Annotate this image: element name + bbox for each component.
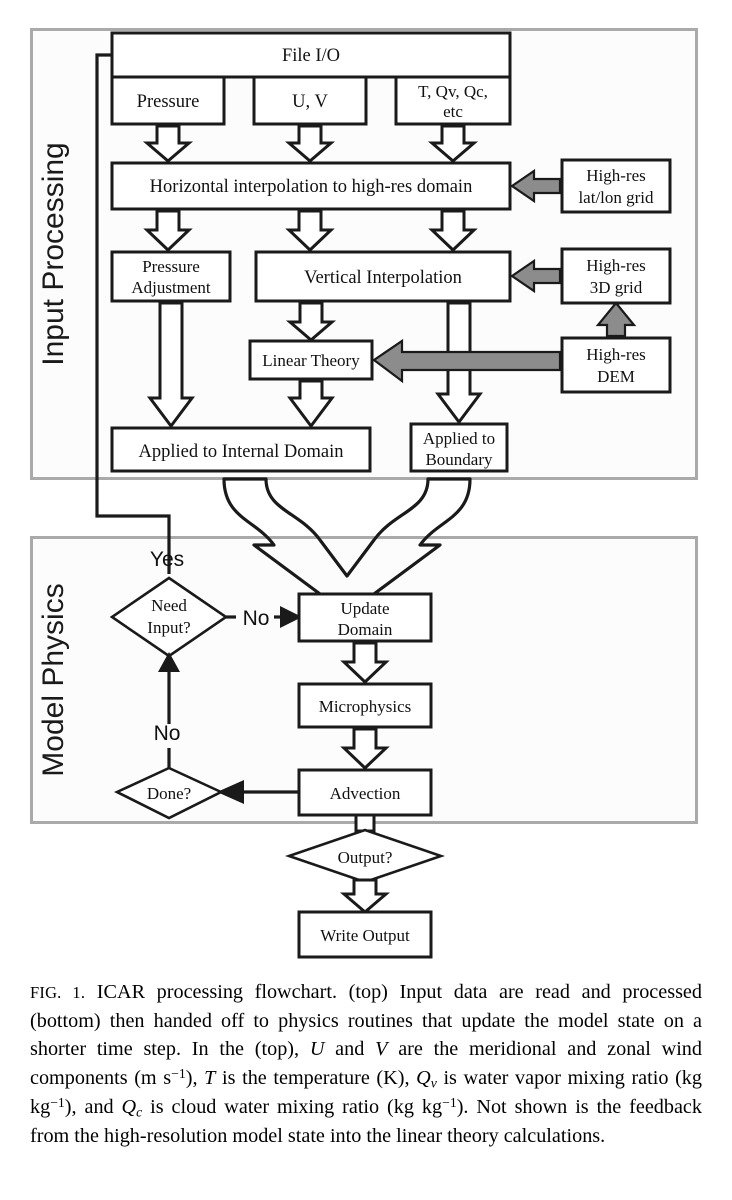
caption-text-3: are the meridional and zonal wind compon… bbox=[30, 1038, 702, 1090]
node-horizontal-interpolation-label: Horizontal interpolation to high-res dom… bbox=[150, 177, 473, 197]
node-microphysics-label: Microphysics bbox=[319, 697, 412, 716]
node-high-res-3d-grid-label-line2: 3D grid bbox=[590, 278, 643, 297]
caption-symbol-t: T bbox=[204, 1067, 216, 1090]
node-linear-theory bbox=[248, 339, 374, 381]
arrow-pressure-adj-to-internal-icon bbox=[147, 301, 195, 429]
node-t-qv-qc-label-line2: etc bbox=[443, 102, 463, 121]
edge-no-to-update-arrowhead-icon bbox=[280, 606, 302, 628]
node-vertical-interpolation-label: Vertical Interpolation bbox=[304, 268, 462, 288]
node-uv-label: U, V bbox=[292, 92, 328, 112]
node-applied-to-boundary-label-line1: Applied to bbox=[423, 429, 495, 448]
arrow-update-to-microphysics-icon bbox=[340, 641, 390, 685]
caption-exponent-3: −1 bbox=[442, 1095, 457, 1111]
arrow-horiz-to-vert-right-icon bbox=[428, 209, 478, 253]
flowchart-canvas: .grp { fill:#fcfcfc; stroke:#aaaaaa; str… bbox=[30, 28, 698, 959]
edge-advection-to-done-arrowhead-icon bbox=[217, 780, 244, 804]
caption-text-9: ). Not shown is the feedback from the hi… bbox=[30, 1095, 702, 1147]
arrow-uv-to-horiz-icon bbox=[284, 124, 336, 163]
node-write-output-label: Write Output bbox=[320, 926, 410, 945]
node-high-res-dem-label-line2: DEM bbox=[597, 367, 635, 386]
edge-label-no-bottom: No bbox=[154, 722, 181, 745]
node-applied-to-boundary bbox=[409, 422, 509, 473]
arrow-vert-to-linear-theory-icon bbox=[285, 301, 337, 342]
node-high-res-latlon-grid-label-line2: lat/lon grid bbox=[578, 188, 654, 207]
node-update-domain bbox=[297, 592, 433, 643]
node-high-res-3d-grid bbox=[560, 247, 672, 305]
node-need-input-label-line1: Need bbox=[151, 596, 187, 615]
node-pressure bbox=[110, 75, 226, 126]
node-done-label: Done? bbox=[147, 784, 191, 803]
edge-label-yes: Yes bbox=[150, 548, 184, 571]
node-need-input-label-line2: Input? bbox=[147, 618, 190, 637]
edge-label-no-right: No bbox=[243, 607, 270, 630]
node-pressure-adjustment-label-line1: Pressure bbox=[142, 257, 200, 276]
caption-exponent-1: −1 bbox=[171, 1066, 186, 1082]
figure-caption: FIG. 1. ICAR processing flowchart. (top)… bbox=[30, 978, 702, 1151]
caption-figure-label: FIG. 1. bbox=[30, 983, 86, 1002]
arrow-merge-to-update-domain-icon bbox=[222, 477, 472, 616]
node-t-qv-qc-label-line1: T, Qv, Qc, bbox=[418, 82, 488, 101]
node-pressure-adjustment bbox=[110, 250, 232, 303]
caption-symbol-q-c: Q bbox=[121, 1095, 137, 1118]
arrow-linear-theory-to-internal-icon bbox=[287, 379, 335, 429]
node-advection-label: Advection bbox=[330, 784, 401, 803]
node-advection bbox=[297, 768, 433, 817]
arrow-horiz-to-pressure-adj-icon bbox=[143, 209, 193, 253]
arrow-latlon-to-horiz-icon bbox=[510, 168, 562, 204]
node-done bbox=[113, 766, 225, 820]
node-high-res-latlon-grid-label-line1: High-res bbox=[586, 166, 645, 185]
arrow-pressure-to-horiz-icon bbox=[142, 124, 194, 163]
node-linear-theory-label: Linear Theory bbox=[262, 351, 360, 370]
group-label-input-processing: Input Processing bbox=[37, 142, 70, 365]
node-applied-to-internal-domain bbox=[110, 426, 372, 473]
node-high-res-latlon-grid bbox=[560, 158, 672, 214]
arrow-dem-to-linear-theory-icon bbox=[372, 338, 562, 384]
arrow-output-to-write-icon bbox=[339, 878, 391, 914]
node-update-domain-label-line2: Domain bbox=[338, 620, 393, 639]
node-vertical-interpolation bbox=[254, 250, 512, 303]
caption-text-5: is the temperature (K), bbox=[215, 1067, 417, 1090]
caption-symbol-q-v: Q bbox=[416, 1067, 431, 1090]
caption-subscript-c: c bbox=[136, 1104, 143, 1120]
arrow-microphysics-to-advection-icon bbox=[340, 727, 390, 771]
arrow-3dgrid-to-vert-icon bbox=[510, 258, 562, 294]
arrow-tqvqc-to-horiz-icon bbox=[427, 124, 479, 163]
node-update-domain-label-line1: Update bbox=[340, 599, 389, 618]
caption-text-6: is water vapor mixing ratio (kg kg bbox=[30, 1067, 702, 1118]
node-file-io-label: File I/O bbox=[282, 46, 340, 66]
caption-text-1: ICAR processing flowchart. (top) Input d… bbox=[30, 981, 702, 1061]
node-applied-to-boundary-label-line2: Boundary bbox=[425, 450, 493, 469]
caption-text-7: ), and bbox=[64, 1095, 122, 1118]
node-output-label: Output? bbox=[338, 848, 393, 867]
node-t-qv-qc bbox=[394, 75, 512, 126]
icar-flowchart-figure: .grp { fill:#fcfcfc; stroke:#aaaaaa; str… bbox=[30, 28, 698, 959]
node-high-res-dem bbox=[560, 336, 672, 394]
edge-no-to-need-input-arrowhead-icon bbox=[158, 652, 180, 672]
node-applied-to-internal-domain-label: Applied to Internal Domain bbox=[139, 442, 344, 462]
caption-text-4: ), bbox=[185, 1067, 205, 1090]
caption-exponent-2: −1 bbox=[50, 1095, 65, 1111]
arrow-dem-to-3dgrid-icon bbox=[595, 301, 637, 338]
node-write-output bbox=[297, 910, 433, 959]
caption-text-2: and bbox=[324, 1038, 376, 1061]
node-file-io bbox=[110, 31, 512, 79]
node-microphysics bbox=[297, 682, 433, 729]
caption-symbol-v: V bbox=[375, 1038, 388, 1061]
arrow-horiz-to-vert-left-icon bbox=[285, 209, 335, 253]
node-uv bbox=[252, 75, 368, 126]
group-label-model-physics: Model Physics bbox=[37, 583, 70, 776]
node-horizontal-interpolation bbox=[110, 161, 512, 211]
edge-feedback-yes-to-file-io bbox=[95, 53, 171, 574]
node-pressure-adjustment-label-line2: Adjustment bbox=[131, 278, 211, 297]
caption-symbol-u: U bbox=[309, 1038, 325, 1061]
caption-text-8: is cloud water mixing ratio (kg kg bbox=[142, 1095, 443, 1118]
edge-advection-to-output-stub bbox=[354, 813, 376, 833]
caption-subscript-v: v bbox=[430, 1075, 437, 1091]
node-high-res-3d-grid-label-line1: High-res bbox=[586, 256, 645, 275]
node-high-res-dem-label-line1: High-res bbox=[586, 345, 645, 364]
node-pressure-label: Pressure bbox=[137, 92, 200, 112]
